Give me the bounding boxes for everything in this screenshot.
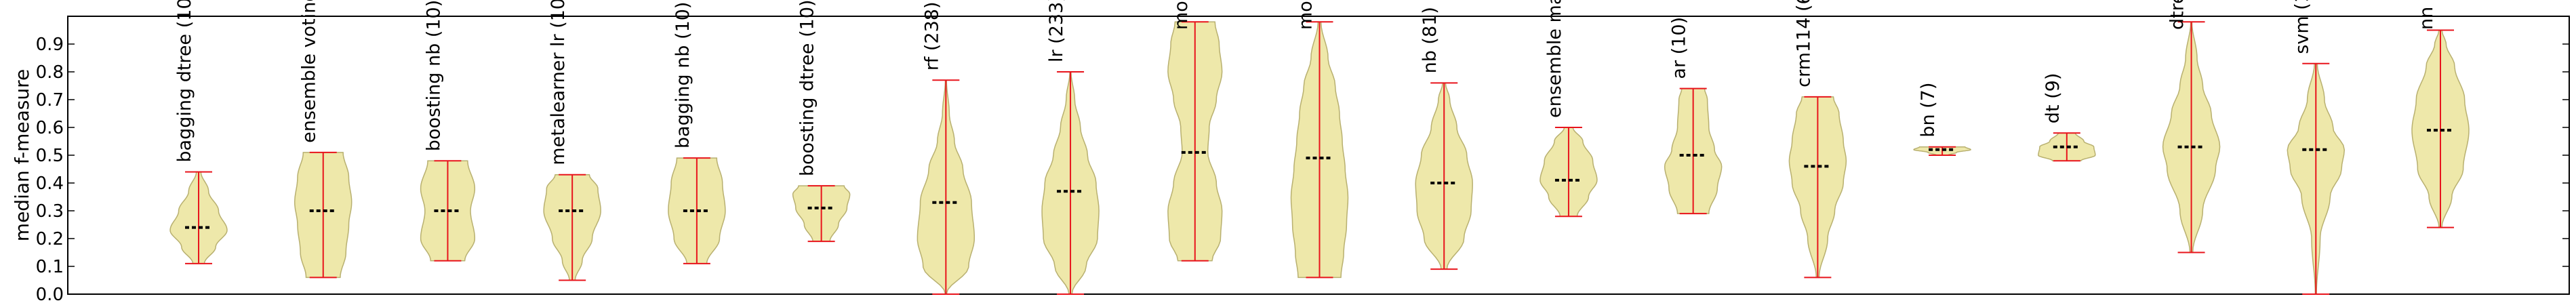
category-label: ensemble maxvoting (10)	[1544, 0, 1565, 118]
category-label: mo-optimization lr (50)	[1295, 0, 1316, 30]
category-label: metalearner lr (10)	[548, 0, 569, 165]
category-label: nn (76)	[2416, 0, 2437, 30]
y-tick-label: 0.4	[36, 174, 64, 194]
violin	[1913, 146, 1971, 156]
violin	[2411, 29, 2470, 228]
category-label: dtree (33)	[2167, 0, 2188, 30]
y-tick-label: 0.7	[36, 90, 64, 110]
y-tick-label: 0.1	[36, 257, 64, 277]
violin	[2162, 21, 2221, 253]
category-label: lr (233)	[1046, 0, 1067, 62]
violin	[1041, 71, 1100, 295]
category-labels: bagging dtree (10) ensemble voting (10) bo…	[174, 0, 2437, 176]
violin	[917, 79, 975, 295]
category-label: boosting nb (10)	[423, 0, 444, 151]
category-label: svm (15)	[2291, 0, 2312, 54]
violin	[1539, 127, 1598, 218]
category-label: bn (7)	[1918, 83, 1939, 138]
violin	[420, 160, 476, 262]
violin	[792, 185, 851, 243]
violin	[1290, 21, 1349, 279]
y-axis-title: median f-measure	[11, 69, 33, 241]
category-label: bagging nb (10)	[672, 2, 693, 149]
category-label: mo-optimization dtree (50)	[1171, 0, 1192, 30]
y-tick-label: 0.0	[36, 285, 64, 305]
y-axis: 0.0 0.1 0.2 0.3 0.4 0.5 0.6 0.7 0.8 0.9	[36, 35, 2569, 305]
violin	[668, 157, 726, 264]
y-tick-label: 0.9	[36, 35, 64, 55]
violin	[169, 171, 228, 264]
violin	[543, 174, 601, 281]
category-label: boosting dtree (10)	[797, 0, 818, 176]
category-label: bagging dtree (10)	[174, 0, 195, 163]
category-label: ar (10)	[1669, 17, 1690, 79]
violin	[294, 151, 353, 279]
violin	[1415, 82, 1473, 270]
category-label: nb (81)	[1420, 7, 1441, 73]
category-label: ensemble voting (10)	[299, 0, 320, 143]
violins-layer	[169, 21, 2470, 295]
y-tick-label: 0.5	[36, 146, 64, 166]
y-tick-label: 0.3	[36, 201, 64, 222]
violin	[1664, 87, 1723, 215]
y-tick-label: 0.6	[36, 118, 64, 138]
category-label: rf (238)	[921, 2, 942, 71]
violin	[2287, 62, 2346, 295]
violin	[2038, 132, 2096, 162]
y-tick-label: 0.2	[36, 229, 64, 249]
violin	[1788, 96, 1847, 279]
y-tick-label: 0.8	[36, 62, 64, 83]
category-label: crm114 (6)	[1793, 0, 1814, 87]
category-label: dt (9)	[2042, 73, 2064, 124]
violin	[1167, 21, 1223, 262]
